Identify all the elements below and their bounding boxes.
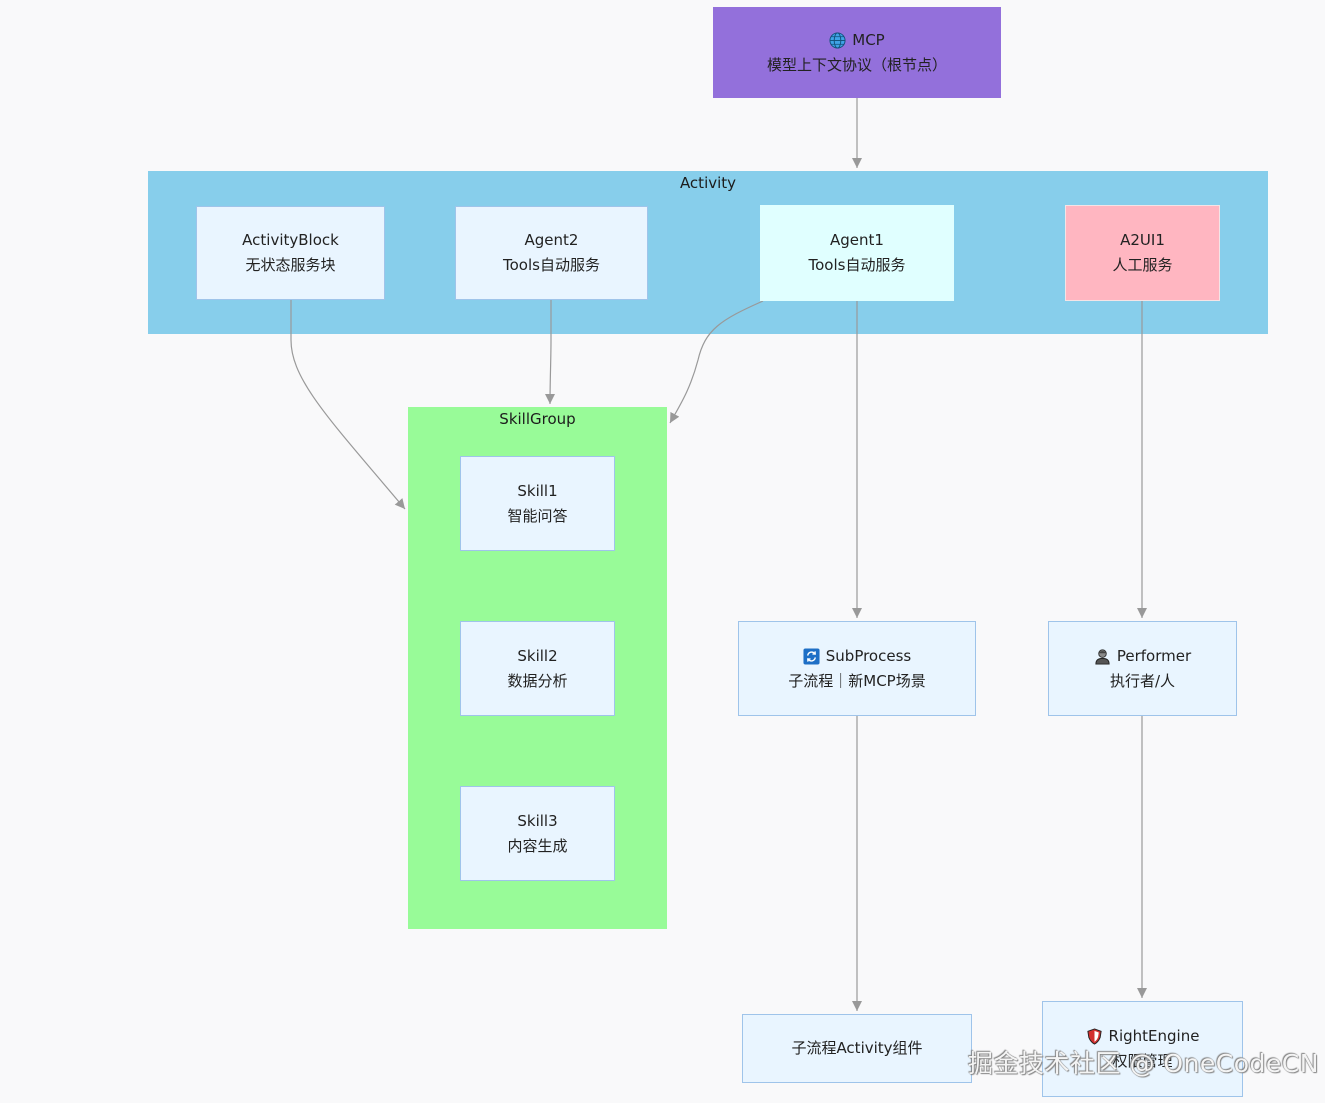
skill2-node[interactable]: Skill2 数据分析	[460, 621, 615, 716]
shield-icon	[1086, 1028, 1102, 1045]
activityblock-subtitle: 无状态服务块	[245, 256, 336, 274]
skill1-title: Skill1	[517, 481, 558, 500]
edge-agent2-to-skillgroup	[545, 300, 556, 405]
person-icon	[1095, 648, 1110, 665]
globe-icon	[829, 31, 846, 49]
skill2-title: Skill2	[517, 646, 558, 665]
skill3-subtitle: 内容生成	[507, 836, 568, 855]
skill2-subtitle: 数据分析	[507, 671, 568, 690]
performer-subtitle: 执行者/人	[1109, 671, 1176, 690]
mcp-root-subtitle: 模型上下文协议（根节点）	[766, 55, 947, 74]
a2ui1-node[interactable]: A2UI1 人工服务	[1065, 205, 1220, 301]
agent2-subtitle: Tools自动服务	[503, 256, 600, 274]
edge-activityblock-to-skillgroup	[290, 300, 406, 510]
rightengine-subtitle: 权限管理	[1112, 1052, 1173, 1070]
subprocess-node[interactable]: SubProcess 子流程｜新MCP场景	[738, 621, 976, 716]
skill1-subtitle: 智能问答	[507, 506, 568, 525]
agent2-node[interactable]: Agent2 Tools自动服务	[455, 206, 648, 300]
rightengine-title: RightEngine	[1108, 1027, 1200, 1045]
edge-agent1-to-skillgroup	[669, 300, 764, 424]
subactivity-node[interactable]: 子流程Activity组件	[742, 1014, 972, 1083]
a2ui1-subtitle: 人工服务	[1112, 256, 1173, 274]
agent2-title: Agent2	[524, 231, 579, 249]
agent1-node[interactable]: Agent1 Tools自动服务	[760, 205, 954, 301]
subactivity-title: 子流程Activity组件	[791, 1039, 923, 1057]
skill3-title: Skill3	[517, 811, 558, 830]
refresh-icon	[803, 647, 820, 665]
agent1-title: Agent1	[830, 231, 884, 249]
agent1-subtitle: Tools自动服务	[808, 256, 906, 274]
mcp-root-title: MCP	[852, 30, 885, 49]
skill1-node[interactable]: Skill1 智能问答	[460, 456, 615, 551]
activityblock-node[interactable]: ActivityBlock 无状态服务块	[196, 206, 385, 300]
performer-node[interactable]: Performer 执行者/人	[1048, 621, 1237, 716]
skill3-node[interactable]: Skill3 内容生成	[460, 786, 615, 881]
performer-title: Performer	[1116, 646, 1192, 665]
mcp-root-node[interactable]: MCP 模型上下文协议（根节点）	[713, 7, 1001, 98]
activityblock-title: ActivityBlock	[242, 231, 339, 249]
a2ui1-title: A2UI1	[1120, 231, 1165, 249]
activity-group-label: Activity	[679, 174, 737, 192]
subprocess-title: SubProcess	[825, 646, 912, 665]
subprocess-subtitle: 子流程｜新MCP场景	[788, 671, 926, 690]
rightengine-node[interactable]: RightEngine 权限管理	[1042, 1001, 1243, 1097]
skillgroup-group-label: SkillGroup	[499, 410, 576, 428]
watermark-text: 掘金技术社区 @ OneCodeCN	[968, 1049, 1319, 1078]
